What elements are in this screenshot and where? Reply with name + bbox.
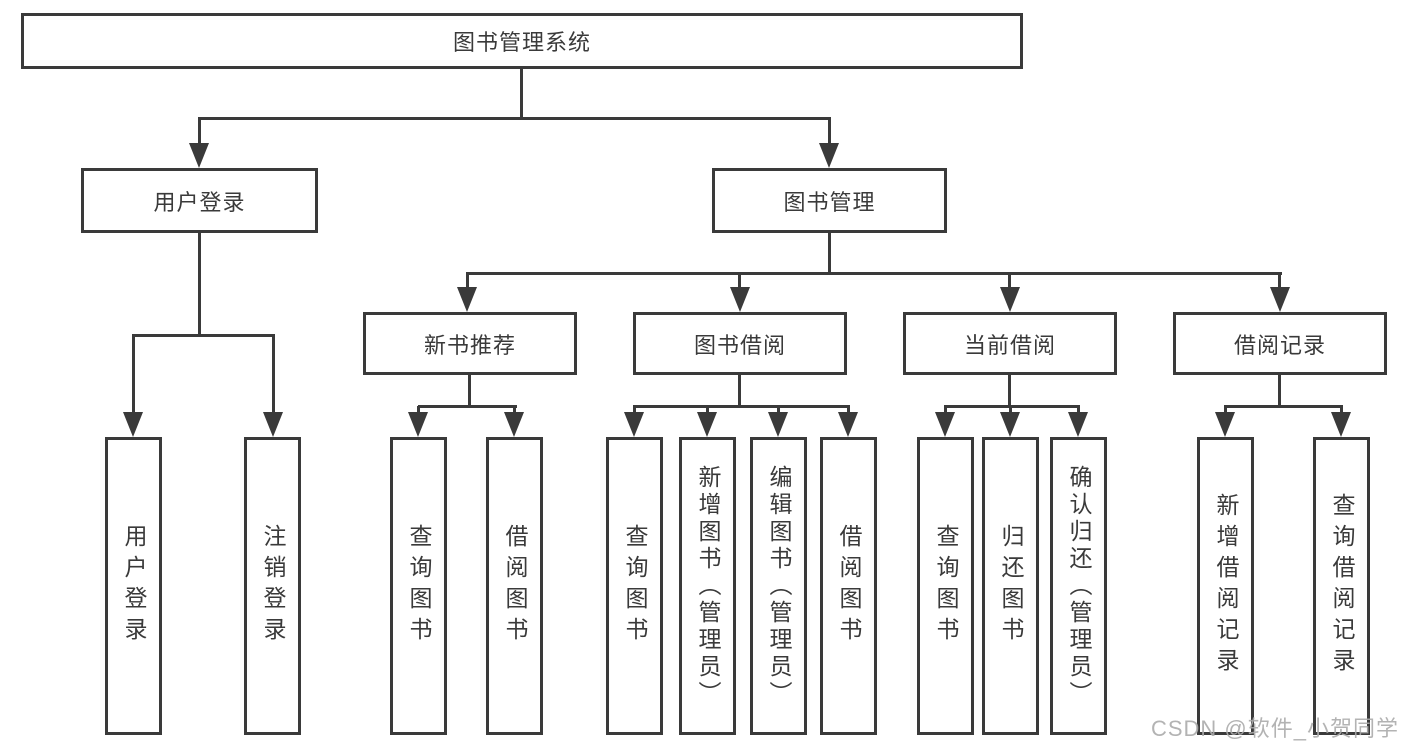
node-leaf-nb-query-label: 查询图书 [406,524,432,648]
connector-book-mgmt-drop-3 [1008,275,1011,291]
connector-user-login-drop-2 [272,336,275,415]
node-root: 图书管理系统 [21,13,1023,69]
node-leaf-cb-confirm-label: 确认归还（管理员） [1066,464,1092,708]
connector-book-mgmt-drop-4 [1278,275,1281,291]
connector-borrow-stem [738,375,741,408]
node-current-borrow: 当前借阅 [903,312,1117,375]
node-leaf-bb-add: 新增图书（管理员） [679,437,736,735]
connector-book-mgmt-drop-1 [466,275,469,291]
node-leaf-user-login: 用户登录 [105,437,162,735]
node-leaf-bb-edit: 编辑图书（管理员） [750,437,807,735]
node-leaf-logout: 注销登录 [244,437,301,735]
node-root-label: 图书管理系统 [452,30,591,55]
csdn-watermark: CSDN @软件_小贺同学 [1150,716,1399,741]
arrowhead-cb-confirm [1068,412,1088,437]
connector-current-hline [944,405,1080,408]
node-leaf-nb-query: 查询图书 [390,437,447,735]
node-leaf-cb-return-label: 归还图书 [998,524,1024,648]
connector-user-login-hline [132,334,275,337]
node-new-book-recommend: 新书推荐 [363,312,577,375]
arrowhead-new-book-recommend [457,287,477,312]
node-leaf-br-query-label: 查询借阅记录 [1329,493,1355,679]
node-new-book-recommend-label: 新书推荐 [423,332,516,358]
arrowhead-leaf-logout [263,412,283,437]
connector-book-mgmt-drop-2 [738,275,741,291]
connector-book-mgmt-hline [466,272,1282,275]
connector-user-login-drop-1 [132,336,135,415]
node-book-borrow: 图书借阅 [633,312,847,375]
arrowhead-bb-add [697,412,717,437]
connector-newbook-stem [468,375,471,408]
node-leaf-br-query: 查询借阅记录 [1313,437,1370,735]
node-leaf-bb-borrow: 借阅图书 [820,437,877,735]
arrowhead-book-management [819,143,839,168]
node-leaf-bb-edit-label: 编辑图书（管理员） [766,464,792,708]
node-leaf-nb-borrow: 借阅图书 [486,437,543,735]
arrowhead-bb-edit [768,412,788,437]
node-leaf-cb-query-label: 查询图书 [933,524,959,648]
arrowhead-book-borrow [730,287,750,312]
node-book-management-label: 图书管理 [783,189,876,215]
connector-user-login-stem [198,233,201,337]
connector-root-stem [520,69,523,120]
node-leaf-cb-query: 查询图书 [917,437,974,735]
arrowhead-bb-query [624,412,644,437]
connector-root-hline [198,117,831,120]
node-leaf-br-add: 新增借阅记录 [1197,437,1254,735]
node-leaf-cb-return: 归还图书 [982,437,1039,735]
node-book-borrow-label: 图书借阅 [693,332,786,358]
node-book-management: 图书管理 [712,168,947,233]
connector-current-stem [1008,375,1011,408]
connector-newbook-hline [418,405,517,408]
node-leaf-bb-borrow-label: 借阅图书 [836,524,862,648]
node-borrow-record: 借阅记录 [1173,312,1387,375]
node-leaf-br-add-label: 新增借阅记录 [1213,493,1239,679]
arrowhead-borrow-record [1270,287,1290,312]
node-leaf-bb-add-label: 新增图书（管理员） [695,464,721,708]
node-leaf-user-login-label: 用户登录 [121,524,147,648]
node-leaf-bb-query-label: 查询图书 [622,524,648,648]
arrowhead-cb-query [935,412,955,437]
connector-record-hline [1224,405,1343,408]
connector-root-drop-right [828,118,831,148]
node-leaf-bb-query: 查询图书 [606,437,663,735]
node-user-login: 用户登录 [81,168,318,233]
arrowhead-nb-borrow [504,412,524,437]
arrowhead-bb-borrow [838,412,858,437]
connector-record-stem [1278,375,1281,408]
arrowhead-br-query [1331,412,1351,437]
node-leaf-nb-borrow-label: 借阅图书 [502,524,528,648]
node-user-login-label: 用户登录 [153,189,246,215]
connector-borrow-hline [633,405,850,408]
arrowhead-user-login [189,143,209,168]
node-leaf-cb-confirm: 确认归还（管理员） [1050,437,1107,735]
connector-root-drop-left [198,118,201,148]
node-borrow-record-label: 借阅记录 [1233,332,1326,358]
node-leaf-logout-label: 注销登录 [260,524,286,648]
arrowhead-br-add [1215,412,1235,437]
arrowhead-cb-return [1000,412,1020,437]
arrowhead-nb-query [408,412,428,437]
connector-book-mgmt-stem [828,233,831,275]
arrowhead-leaf-user-login [123,412,143,437]
arrowhead-current-borrow [1000,287,1020,312]
node-current-borrow-label: 当前借阅 [963,332,1056,358]
